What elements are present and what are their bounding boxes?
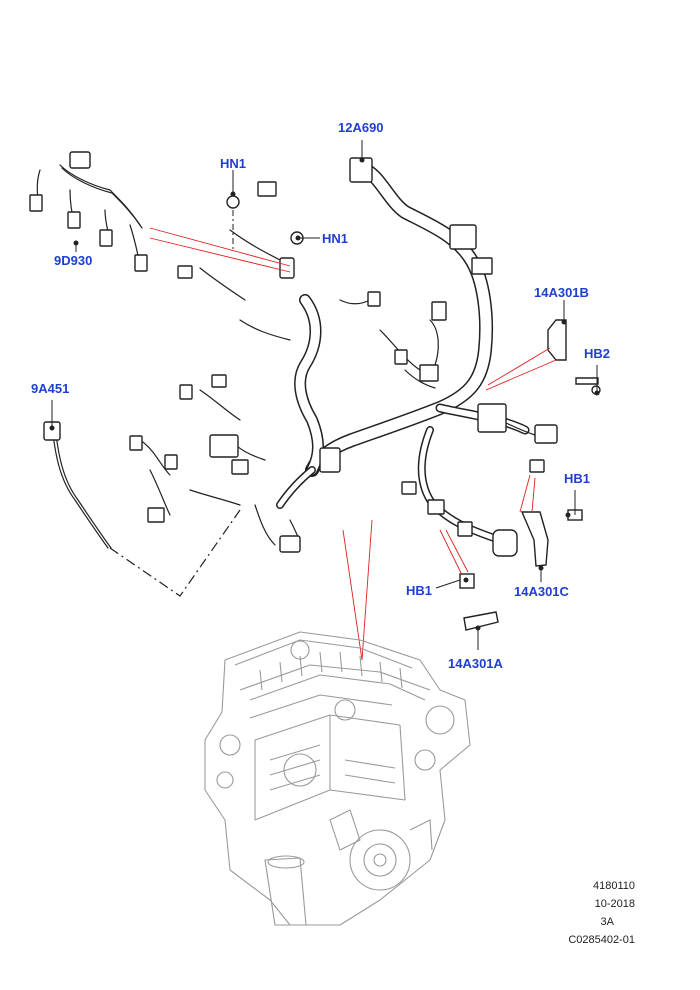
leader-lines [51,140,598,650]
callout-9D930[interactable]: 9D930 [54,253,93,268]
reference-code: 4180110 [592,880,635,892]
callout-12A690[interactable]: 12A690 [338,120,384,135]
callout-9A451[interactable]: 9A451 [31,381,70,396]
callout-HN1-top[interactable]: HN1 [220,156,247,171]
callout-14A301A[interactable]: 14A301A [448,656,503,671]
fixing-parts [226,195,601,631]
red-leaders [149,227,557,661]
dashdot-leader [109,509,241,597]
engine-block [204,631,471,926]
callout-HN1-right[interactable]: HN1 [322,231,349,246]
reference-drawing-number: C0285402-01 [568,934,635,946]
reference-revision: 3A [600,916,614,928]
anchor-dots [49,157,600,631]
callout-HB2[interactable]: HB2 [584,346,611,361]
connectors [29,151,558,557]
callout-14A301B[interactable]: 14A301B [534,285,589,300]
callout-HB1-right[interactable]: HB1 [564,471,591,486]
callout-14A301C[interactable]: 14A301C [514,584,569,599]
callout-HB1-left[interactable]: HB1 [406,583,433,598]
reference-date: 10-2018 [594,898,635,910]
